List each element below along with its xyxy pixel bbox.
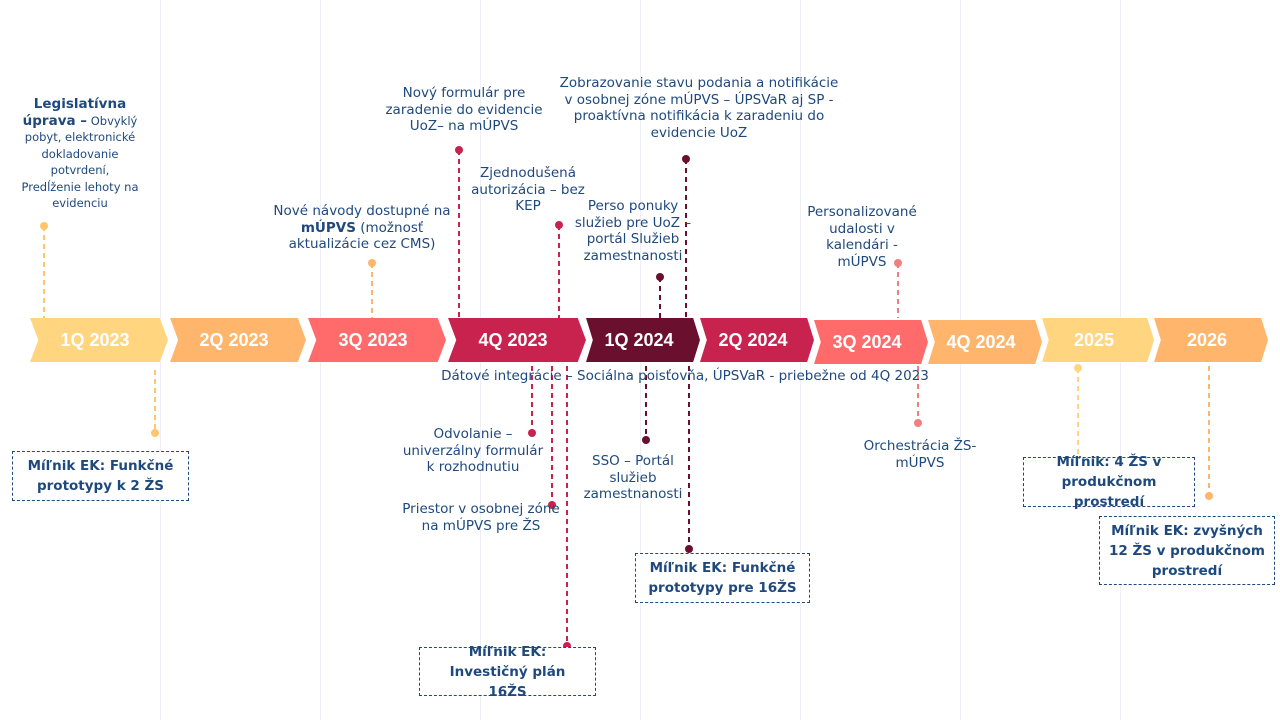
event-status-view: Zobrazovanie stavu podania a notifikácie… bbox=[559, 75, 839, 141]
event-personal-events: Personalizované udalosti v kalendári - m… bbox=[807, 204, 917, 270]
data-integration-note: Dátové integrácie – Sociálna poisťovňa, … bbox=[441, 368, 929, 384]
event-dot bbox=[528, 429, 536, 437]
period-label: 3Q 2023 bbox=[338, 329, 408, 350]
milestone-investment-plan: Míľnik EK: Investičný plán 16ŽS bbox=[419, 644, 596, 700]
gridline bbox=[160, 0, 161, 720]
period-2026: 2026 bbox=[1154, 318, 1268, 362]
event-manuals: Nové návody dostupné na mÚPVS (možnosť a… bbox=[272, 203, 452, 253]
event-legislation-title: Legislatívna úprava – bbox=[22, 96, 127, 129]
event-dot bbox=[555, 221, 563, 229]
event-dot bbox=[914, 419, 922, 427]
period-label: 1Q 2023 bbox=[60, 329, 130, 350]
event-new-form: Nový formulár pre zaradenie do evidencie… bbox=[385, 85, 543, 134]
event-manuals-text-c: (možnosť aktualizácie cez CMS) bbox=[288, 219, 436, 253]
period-3q-2023: 3Q 2023 bbox=[308, 318, 446, 362]
event-manuals-text-b: mÚPVS bbox=[300, 219, 356, 236]
period-2q-2023: 2Q 2023 bbox=[170, 318, 306, 362]
event-dot bbox=[151, 429, 159, 437]
event-appeal: Odvolanie – univerzálny formulár k rozho… bbox=[402, 426, 544, 475]
event-dot bbox=[40, 222, 48, 230]
period-3q-2024: 3Q 2024 bbox=[814, 320, 928, 364]
event-simple-auth: Zjednodušená autorizácia – bez KEP bbox=[471, 165, 585, 214]
period-2q-2024: 2Q 2024 bbox=[700, 318, 814, 362]
period-1q-2023: 1Q 2023 bbox=[30, 318, 168, 362]
event-space-zone: Priestor v osobnej zóne na mÚPVS pre ŽS bbox=[402, 501, 560, 534]
milestone-prototypes-2zs: Míľnik EK: Funkčné prototypy k 2 ŽS bbox=[12, 451, 189, 501]
period-4q-2024: 4Q 2024 bbox=[928, 320, 1042, 364]
event-dot bbox=[1205, 492, 1213, 500]
period-label: 2026 bbox=[1186, 329, 1228, 350]
event-perso-offers: Perso ponuky služieb pre UoZ – portál Sl… bbox=[574, 198, 692, 264]
event-dot bbox=[894, 259, 902, 267]
period-2025: 2025 bbox=[1042, 318, 1154, 362]
milestone-prototypes-16zs: Míľnik EK: Funkčné prototypy pre 16ŽS bbox=[635, 553, 810, 603]
milestone-4zs-production: Míľnik: 4 ŽS v produkčnom prostredí bbox=[1023, 454, 1195, 510]
event-manuals-text-a: Nové návody dostupné na bbox=[273, 203, 451, 219]
event-legislation-detail: Obvyklý pobyt, elektronické dokladovanie… bbox=[21, 113, 139, 211]
period-label: 2Q 2023 bbox=[199, 329, 269, 350]
period-label: 2Q 2024 bbox=[718, 329, 788, 350]
event-dot bbox=[656, 273, 664, 281]
period-4q-2023: 4Q 2023 bbox=[448, 318, 586, 362]
milestone-12zs-production: Míľnik EK: zvyšných 12 ŽS v produkčnom p… bbox=[1099, 516, 1275, 585]
event-orchestration: Orchestrácia ŽS-mÚPVS bbox=[863, 438, 977, 471]
event-dot bbox=[1074, 364, 1082, 372]
period-1q-2024: 1Q 2024 bbox=[586, 318, 700, 362]
period-label: 4Q 2024 bbox=[946, 331, 1016, 352]
event-dot bbox=[455, 146, 463, 154]
event-dot bbox=[682, 155, 690, 163]
event-dot bbox=[642, 436, 650, 444]
event-dot bbox=[548, 501, 556, 509]
event-dot bbox=[685, 545, 693, 553]
event-dot bbox=[563, 642, 571, 650]
event-dot bbox=[368, 259, 376, 267]
event-sso: SSO – Portál služieb zamestnanosti bbox=[583, 453, 683, 502]
period-label: 4Q 2023 bbox=[478, 329, 548, 350]
event-legislation: Legislatívna úprava – Obvyklý pobyt, ele… bbox=[20, 96, 140, 212]
period-label: 1Q 2024 bbox=[604, 329, 674, 350]
period-label: 3Q 2024 bbox=[832, 331, 902, 352]
period-label: 2025 bbox=[1073, 329, 1115, 350]
